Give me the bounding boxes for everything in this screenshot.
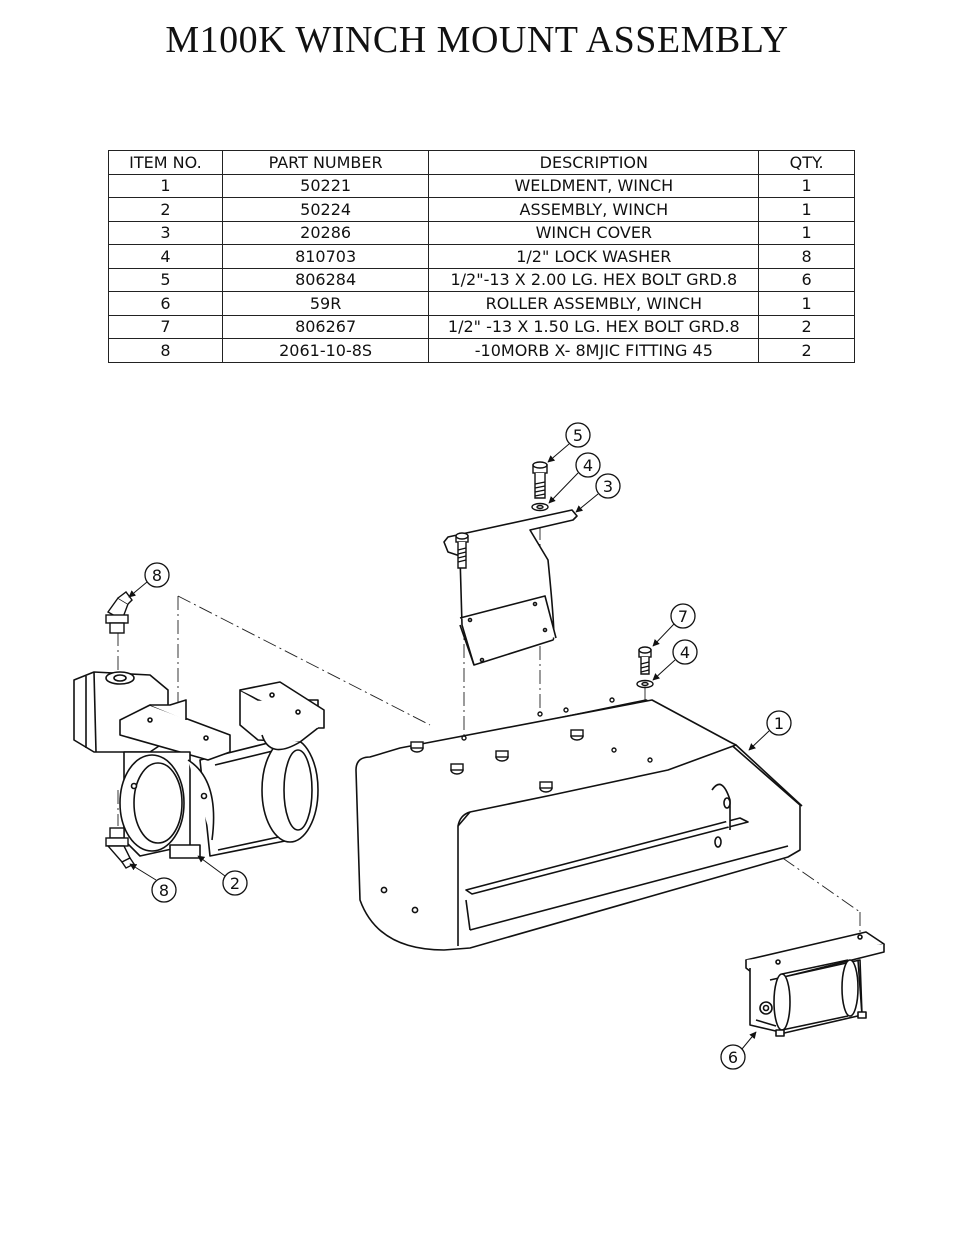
table-row: 7 806267 1/2" -13 X 1.50 LG. HEX BOLT GR…	[108, 314, 855, 339]
table-row: 5 806284 1/2"-13 X 2.00 LG. HEX BOLT GRD…	[108, 267, 855, 292]
cell-item-no: 1	[108, 173, 223, 198]
cell-qty: 1	[758, 291, 855, 316]
winch-cover-part	[443, 509, 578, 666]
svg-text:7: 7	[678, 607, 688, 626]
cell-description: WELDMENT, WINCH	[428, 173, 760, 198]
fitting-bottom-part	[105, 827, 136, 869]
cell-part-number: 59R	[221, 291, 430, 316]
weldment-bolt-heads	[410, 697, 653, 793]
header-part-number: PART NUMBER	[221, 150, 430, 175]
hex-bolt-2in-part	[532, 461, 548, 499]
cover-bolt	[455, 532, 469, 569]
cell-item-no: 5	[108, 267, 223, 292]
lock-washer-top-part	[531, 502, 549, 512]
balloon-item-4-right: 4	[652, 639, 698, 681]
cell-part-number: 20286	[221, 220, 430, 245]
roller-assembly-part	[745, 931, 885, 1037]
balloon-item-1: 1	[748, 710, 792, 751]
cell-description: WINCH COVER	[428, 220, 760, 245]
cell-item-no: 3	[108, 220, 223, 245]
cell-part-number: 806267	[221, 314, 430, 339]
cell-description: ROLLER ASSEMBLY, WINCH	[428, 291, 760, 316]
cell-description: -10MORB X- 8MJIC FITTING 45	[428, 338, 760, 363]
svg-text:1: 1	[774, 714, 784, 733]
cell-part-number: 810703	[221, 244, 430, 269]
cell-qty: 1	[758, 220, 855, 245]
balloon-item-8-bottom: 8	[129, 863, 177, 903]
cell-item-no: 7	[108, 314, 223, 339]
svg-text:8: 8	[152, 566, 162, 585]
svg-text:4: 4	[583, 456, 593, 475]
cell-qty: 8	[758, 244, 855, 269]
cell-description: 1/2"-13 X 2.00 LG. HEX BOLT GRD.8	[428, 267, 760, 292]
cell-item-no: 4	[108, 244, 223, 269]
page-title: M100K WINCH MOUNT ASSEMBLY	[165, 19, 789, 61]
hex-bolt-1-5in-part	[638, 646, 652, 675]
table-row: 3 20286 WINCH COVER 1	[108, 220, 855, 245]
cell-qty: 2	[758, 314, 855, 339]
table-row: 1 50221 WELDMENT, WINCH 1	[108, 173, 855, 198]
svg-text:3: 3	[603, 477, 613, 496]
cell-description: 1/2" -13 X 1.50 LG. HEX BOLT GRD.8	[428, 314, 760, 339]
cell-item-no: 6	[108, 291, 223, 316]
balloon-item-6: 6	[720, 1031, 757, 1070]
balloon-item-4: 4	[548, 452, 601, 504]
balloon-item-7: 7	[652, 603, 696, 647]
svg-text:4: 4	[680, 643, 690, 662]
svg-text:6: 6	[728, 1048, 738, 1067]
balloon-item-2: 2	[197, 855, 248, 896]
weldment-winch-part	[355, 699, 803, 951]
cell-item-no: 8	[108, 338, 223, 363]
svg-text:5: 5	[573, 426, 583, 445]
cell-qty: 1	[758, 173, 855, 198]
cell-part-number: 806284	[221, 267, 430, 292]
lock-washer-right-part	[636, 679, 654, 689]
table-row: 2 50224 ASSEMBLY, WINCH 1	[108, 197, 855, 222]
svg-text:2: 2	[230, 874, 240, 893]
table-row: 4 810703 1/2" LOCK WASHER 8	[108, 244, 855, 269]
bill-of-materials-table: ITEM NO. PART NUMBER DESCRIPTION QTY. 1 …	[108, 150, 855, 363]
cell-part-number: 2061-10-8S	[221, 338, 430, 363]
svg-text:8: 8	[159, 881, 169, 900]
cell-qty: 2	[758, 338, 855, 363]
header-description: DESCRIPTION	[428, 150, 760, 175]
cell-description: 1/2" LOCK WASHER	[428, 244, 760, 269]
table-row: 8 2061-10-8S -10MORB X- 8MJIC FITTING 45…	[108, 338, 855, 363]
balloon-item-3: 3	[575, 473, 621, 513]
balloon-item-8-top: 8	[128, 562, 170, 598]
cell-qty: 1	[758, 197, 855, 222]
header-item-no: ITEM NO.	[108, 150, 223, 175]
fitting-top-part	[105, 591, 133, 634]
balloon-item-5: 5	[547, 422, 591, 463]
table-header-row: ITEM NO. PART NUMBER DESCRIPTION QTY.	[108, 150, 855, 175]
table-row: 6 59R ROLLER ASSEMBLY, WINCH 1	[108, 291, 855, 316]
winch-assembly-part	[73, 671, 325, 859]
cell-qty: 6	[758, 267, 855, 292]
